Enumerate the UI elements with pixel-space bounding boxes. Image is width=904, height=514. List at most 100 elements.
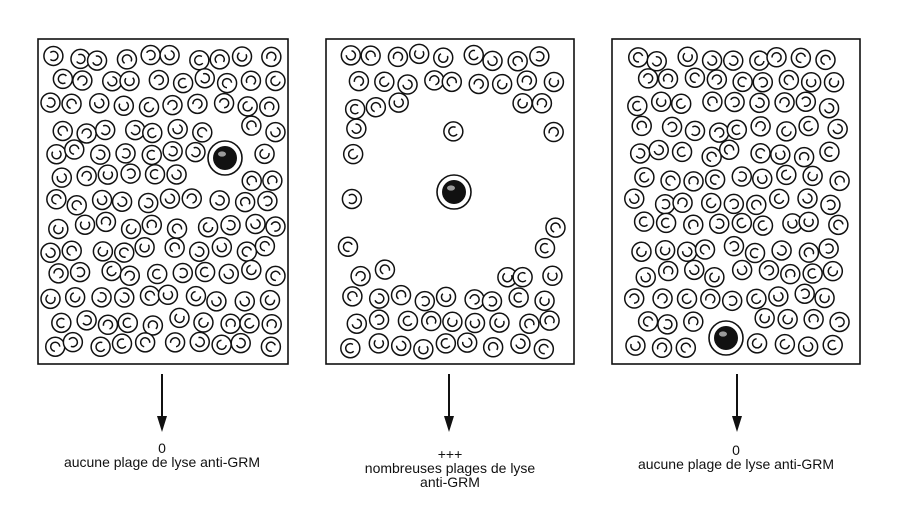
lymphocyte-icon bbox=[90, 336, 111, 358]
lymphocyte-icon bbox=[91, 189, 113, 211]
lymphocyte-icon bbox=[164, 237, 185, 258]
lymphocyte-icon bbox=[655, 212, 677, 234]
lymphocyte-icon bbox=[117, 312, 139, 334]
lymphocyte-icon bbox=[683, 259, 705, 281]
lymphocyte-icon bbox=[776, 164, 797, 186]
down-arrow-icon bbox=[444, 374, 454, 432]
lymphocyte-icon bbox=[192, 122, 213, 143]
lymphocyte-icon bbox=[491, 73, 513, 95]
lymphocyte-icon bbox=[40, 92, 61, 113]
lymphocyte-icon bbox=[346, 313, 368, 334]
lymphocyte-icon bbox=[97, 314, 119, 336]
lymphocyte-icon bbox=[670, 93, 692, 114]
lymphocyte-icon bbox=[482, 337, 504, 358]
lymphocyte-icon bbox=[142, 315, 164, 336]
lymphocyte-icon bbox=[822, 260, 844, 282]
lymphocyte-icon bbox=[721, 290, 743, 312]
lymphocyte-icon bbox=[704, 266, 725, 288]
lymphocyte-icon bbox=[754, 307, 775, 329]
lymphocyte-icon bbox=[795, 91, 817, 112]
lymphocyte-icon bbox=[51, 312, 72, 334]
lymphocyte-icon bbox=[140, 44, 161, 66]
result-symbol-left: 0 bbox=[158, 440, 166, 456]
lymphocyte-icon bbox=[94, 119, 116, 141]
lymphocyte-icon bbox=[463, 44, 484, 66]
lymphocyte-icon bbox=[185, 285, 207, 307]
lymphocyte-icon bbox=[489, 312, 510, 333]
lymphocyte-icon bbox=[701, 50, 723, 71]
lymphocyte-icon bbox=[390, 335, 412, 357]
lymphocyte-icon bbox=[368, 288, 390, 309]
result-symbol-middle: +++ bbox=[437, 446, 463, 462]
lymphocyte-icon bbox=[676, 241, 698, 263]
lymphocyte-icon bbox=[456, 332, 478, 353]
caption-right: 0 aucune plage de lyse anti-GRM bbox=[616, 443, 856, 471]
lymphocyte-icon bbox=[684, 67, 706, 88]
lymphocyte-icon bbox=[74, 214, 96, 235]
lymphocyte-icon bbox=[776, 121, 797, 142]
lymphocyte-icon bbox=[545, 217, 566, 238]
lymphocyte-icon bbox=[731, 166, 753, 187]
lymphocyte-icon bbox=[211, 236, 233, 258]
lymphocyte-icon bbox=[435, 286, 457, 308]
lymphocyte-icon bbox=[374, 259, 396, 280]
lymphocyte-icon bbox=[102, 70, 123, 92]
lymphocyte-icon bbox=[627, 47, 649, 68]
lymphocyte-icon bbox=[209, 190, 230, 211]
lymphocyte-icon bbox=[360, 45, 381, 66]
lymphocyte-icon bbox=[166, 218, 188, 239]
lymphocyte-icon bbox=[746, 333, 768, 354]
lymphocyte-icon bbox=[782, 213, 803, 234]
lymphocyte-icon bbox=[189, 50, 210, 71]
lymphocyte-icon bbox=[245, 213, 266, 235]
lymphocyte-icon bbox=[148, 69, 170, 91]
lymphocyte-icon bbox=[86, 50, 108, 71]
lymphocyte-icon bbox=[533, 338, 555, 360]
lymphocyte-icon bbox=[815, 49, 836, 71]
lymphocyte-icon bbox=[185, 141, 206, 163]
caption-middle: +++ nombreuses plages de lyse anti-GRM bbox=[330, 447, 570, 489]
lymphocyte-icon bbox=[424, 70, 445, 91]
lymphocyte-icon bbox=[731, 259, 753, 281]
lymphocyte-icon bbox=[797, 188, 818, 209]
lymphocyte-icon bbox=[706, 69, 728, 90]
lymphocyte-icon bbox=[637, 311, 659, 332]
lymphocyte-icon bbox=[240, 70, 262, 91]
lymphocyte-icon bbox=[543, 71, 565, 93]
lymphocyte-icon bbox=[159, 44, 180, 66]
lymphocyte-icon bbox=[625, 335, 646, 356]
lymphocyte-icon bbox=[512, 266, 533, 288]
lymphocyte-icon bbox=[220, 214, 241, 236]
lymphocyte-icon bbox=[397, 74, 418, 95]
lymphocyte-icon bbox=[234, 191, 256, 213]
lymphocyte-icon bbox=[341, 188, 363, 210]
panel-middle bbox=[325, 38, 575, 365]
lymphocyte-icon bbox=[802, 263, 823, 284]
lymphocyte-icon bbox=[749, 50, 770, 71]
lymphocyte-icon bbox=[115, 143, 136, 164]
lymphocyte-icon bbox=[623, 288, 645, 309]
lymphocyte-icon bbox=[819, 141, 840, 162]
lymphocyte-icon bbox=[260, 336, 282, 357]
lymphocyte-icon bbox=[749, 92, 770, 114]
lymphocyte-icon bbox=[481, 291, 503, 312]
lymphocyte-icon bbox=[766, 47, 787, 68]
lymphocyte-icon bbox=[194, 261, 216, 283]
lymphocyte-icon bbox=[777, 308, 798, 330]
lymphocyte-icon bbox=[120, 163, 141, 184]
lymphocyte-icon bbox=[702, 91, 723, 112]
lymphocyte-icon bbox=[119, 265, 141, 286]
lymphocyte-icon bbox=[368, 333, 390, 354]
lymphocyte-icon bbox=[259, 96, 280, 117]
lymphocyte-icon bbox=[91, 287, 112, 308]
lymphocyte-icon bbox=[90, 144, 111, 165]
lymphocyte-icon bbox=[365, 96, 387, 118]
lymphocyte-icon bbox=[672, 192, 693, 214]
lymphocyte-icon bbox=[768, 188, 790, 210]
target-cell-icon bbox=[708, 320, 744, 356]
lymphocyte-icon bbox=[125, 119, 146, 141]
lymphocyte-icon bbox=[750, 143, 771, 164]
lymphocyte-icon bbox=[40, 288, 61, 310]
lymphocyte-icon bbox=[709, 213, 730, 234]
result-text-middle-line1: nombreuses plages de lyse bbox=[364, 460, 536, 476]
